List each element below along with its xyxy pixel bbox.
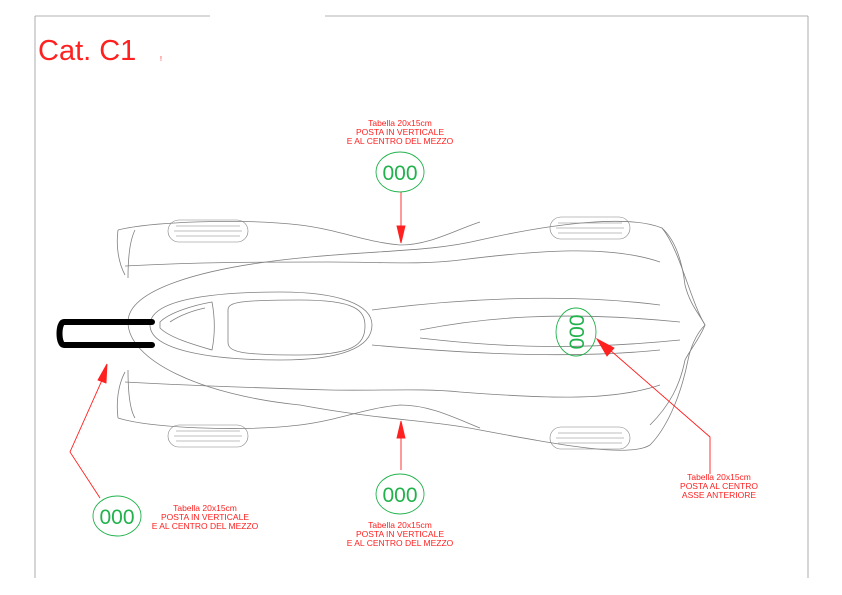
label-bottom-left: Tabella 20x15cm POSTA IN VERTICALE E AL … bbox=[152, 503, 259, 531]
plate-bottom-left bbox=[92, 495, 142, 537]
label-top-line-1: Tabella 20x15cm bbox=[368, 118, 432, 128]
plate-number-bottom-left: 000 bbox=[99, 506, 134, 529]
label-bottom-left-line-1: Tabella 20x15cm bbox=[173, 503, 237, 513]
plate-number-bottom-center: 000 bbox=[382, 484, 417, 507]
sheet-frame bbox=[34, 15, 809, 578]
plate-number-top: 000 bbox=[382, 162, 417, 185]
label-bottom-center-line-2: POSTA IN VERTICALE bbox=[356, 529, 444, 539]
label-right-line-1: Tabella 20x15cm bbox=[687, 472, 751, 482]
plate-top bbox=[375, 151, 425, 193]
label-right: Tabella 20x15cm POSTA AL CENTRO ASSE ANT… bbox=[680, 472, 758, 500]
title-mark: ! bbox=[160, 56, 162, 63]
plate-front bbox=[555, 307, 597, 357]
kart-outline bbox=[116, 220, 706, 451]
tyre-rear-top bbox=[167, 219, 249, 243]
label-top-line-2: POSTA IN VERTICALE bbox=[356, 127, 444, 137]
plate-bottom-center bbox=[375, 473, 425, 515]
tyre-front-top bbox=[549, 216, 631, 240]
plate-number-front: 000 bbox=[566, 314, 589, 349]
label-top-line-3: E AL CENTRO DEL MEZZO bbox=[347, 136, 454, 146]
annotation-arrows bbox=[69, 192, 711, 499]
tyre-front-bottom bbox=[549, 426, 631, 450]
label-right-line-2: POSTA AL CENTRO bbox=[680, 481, 758, 491]
tyre-treads bbox=[167, 216, 631, 450]
label-bottom-left-line-2: POSTA IN VERTICALE bbox=[161, 512, 249, 522]
number-plates bbox=[92, 151, 597, 537]
label-right-line-3: ASSE ANTERIORE bbox=[682, 490, 756, 500]
label-top: Tabella 20x15cm POSTA IN VERTICALE E AL … bbox=[347, 118, 454, 146]
label-bottom-center: Tabella 20x15cm POSTA IN VERTICALE E AL … bbox=[347, 520, 454, 548]
category-title: Cat. C1 bbox=[38, 35, 136, 67]
label-bottom-center-line-3: E AL CENTRO DEL MEZZO bbox=[347, 538, 454, 548]
rear-push-bar bbox=[56, 319, 155, 348]
tyre-rear-bottom bbox=[167, 424, 249, 448]
label-bottom-center-line-1: Tabella 20x15cm bbox=[368, 520, 432, 530]
label-bottom-left-line-3: E AL CENTRO DEL MEZZO bbox=[152, 521, 259, 531]
